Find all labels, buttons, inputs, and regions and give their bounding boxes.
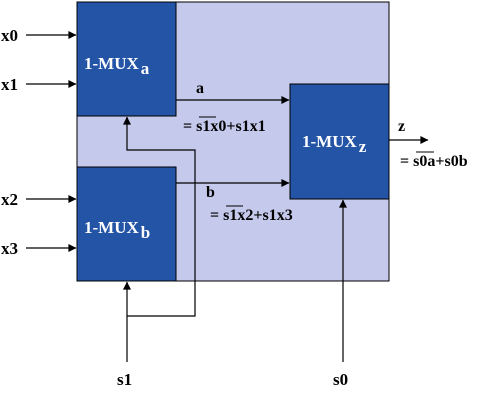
mux-a-subscript: a xyxy=(141,59,150,78)
mux-b-label: 1-MUX xyxy=(84,218,139,237)
signal-b-label: b xyxy=(206,184,215,201)
signal-z-label: z xyxy=(398,118,405,135)
signal-z-eq-bar: s0 xyxy=(413,153,427,170)
signal-z-equation: = s0a+s0b xyxy=(400,153,468,170)
mux-a-label: 1-MUX xyxy=(84,54,139,73)
input-label-x3: x3 xyxy=(1,239,18,258)
signal-a-label: a xyxy=(196,80,204,97)
select-label-s0: s0 xyxy=(333,370,348,389)
mux-b-subscript: b xyxy=(141,223,150,242)
signal-a-eq-bar: s1 xyxy=(196,118,210,135)
input-label-x0: x0 xyxy=(1,26,18,45)
mux-z-subscript: z xyxy=(359,137,367,156)
signal-a-equation: = s1x0+s1x1 xyxy=(183,118,266,135)
wire-s1-to-mux-a xyxy=(123,116,196,317)
input-label-x1: x1 xyxy=(1,75,18,94)
signal-b-equation: = s1x2+s1x3 xyxy=(210,207,293,224)
select-label-s1: s1 xyxy=(117,370,132,389)
input-label-x2: x2 xyxy=(1,190,18,209)
mux-z-label: 1-MUX xyxy=(302,132,357,151)
signal-b-eq-bar: s1 xyxy=(223,207,237,224)
